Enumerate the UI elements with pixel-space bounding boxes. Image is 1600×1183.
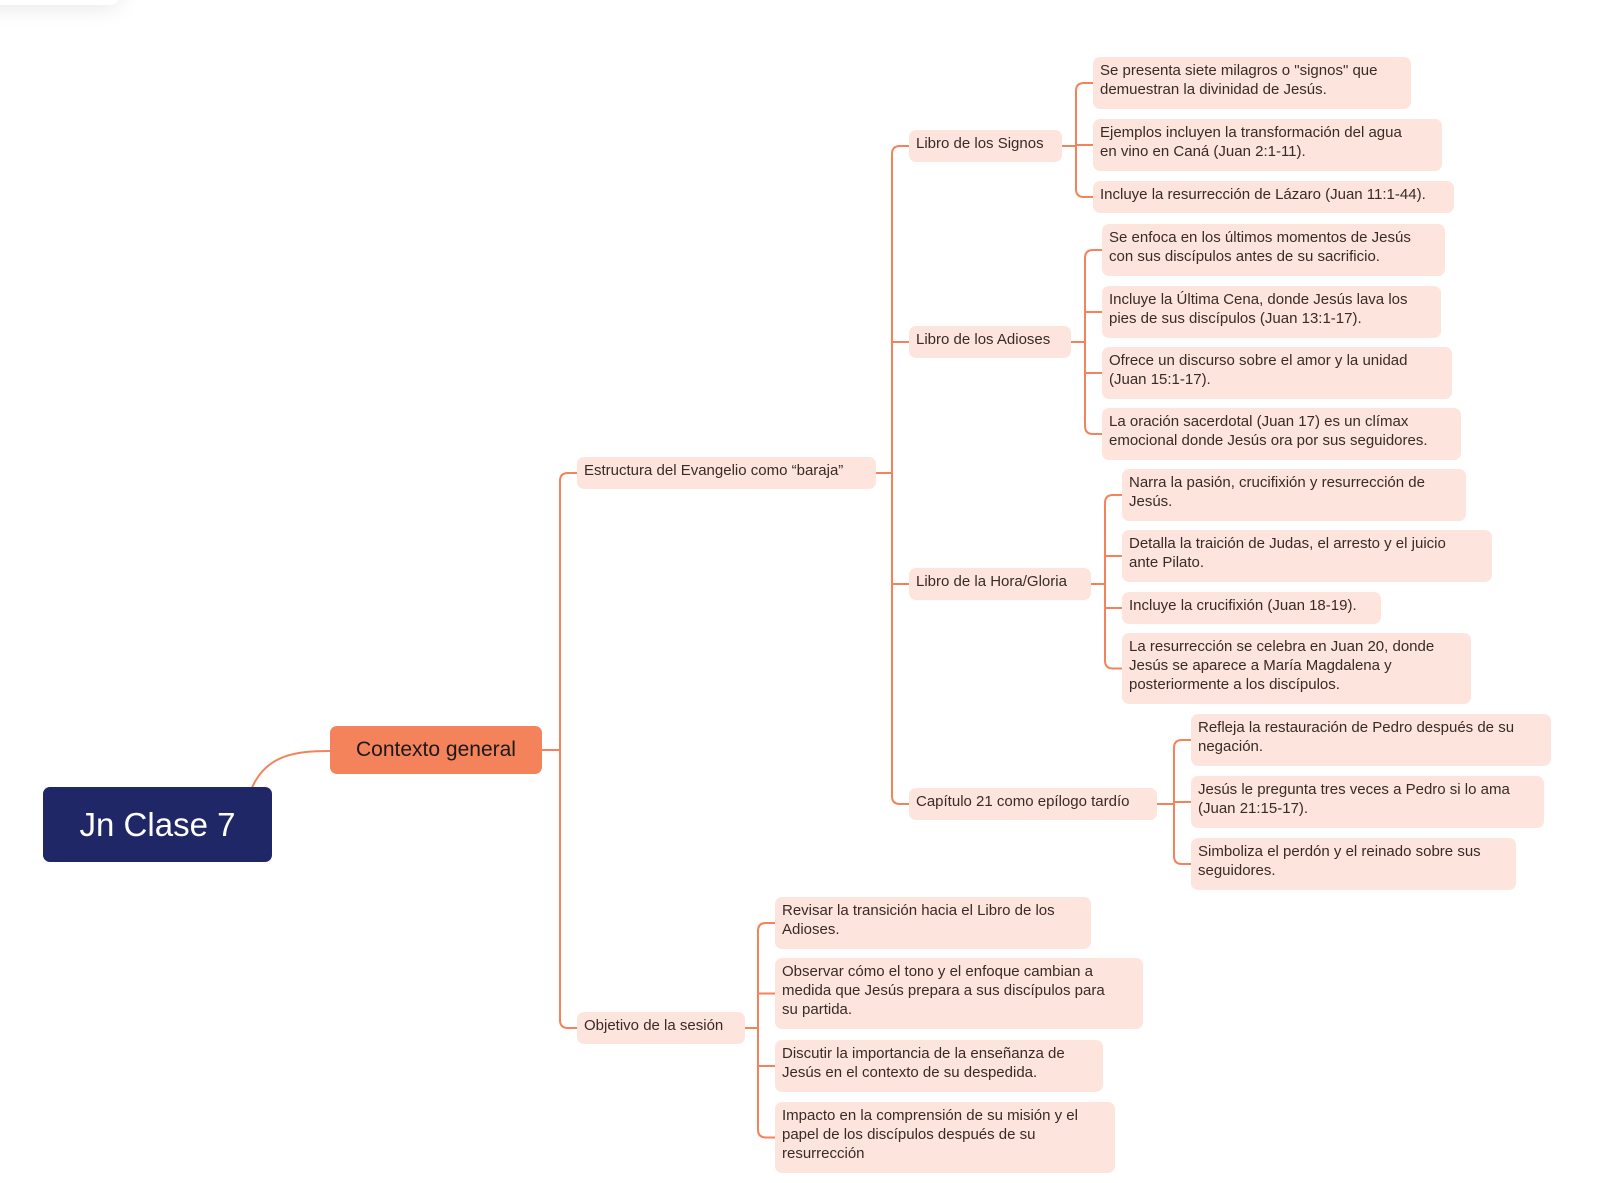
detail-point-line: medida que Jesús prepara a sus discípulo…	[782, 982, 1105, 999]
detail-point-line: Adioses.	[782, 921, 840, 938]
detail-point-line: Jesús le pregunta tres veces a Pedro si …	[1198, 781, 1510, 798]
detail-point-line: Incluye la resurrección de Lázaro (Juan …	[1100, 186, 1426, 203]
detail-point[interactable]: Incluye la crucifixión (Juan 18-19).	[1122, 592, 1381, 624]
connector-line	[1084, 249, 1102, 259]
detail-point-line: Jesús se aparece a María Magdalena y	[1129, 657, 1392, 674]
detail-point[interactable]: Incluye la Última Cena, donde Jesús lava…	[1102, 286, 1441, 338]
detail-point[interactable]: Impacto en la comprensión de su misión y…	[775, 1102, 1115, 1173]
detail-point[interactable]: Incluye la resurrección de Lázaro (Juan …	[1093, 181, 1454, 213]
connector-line	[1104, 660, 1122, 670]
detail-point-line: Se enfoca en los últimos momentos de Jes…	[1109, 229, 1411, 246]
connector-line	[250, 750, 331, 791]
detail-point-line: (Juan 15:1-17).	[1109, 371, 1211, 388]
detail-point[interactable]: Simboliza el perdón y el reinado sobre s…	[1191, 838, 1516, 890]
detail-point-line: resurrección	[782, 1145, 865, 1162]
detail-point[interactable]: Ejemplos incluyen la transformación del …	[1093, 119, 1442, 171]
detail-point-line: Detalla la traición de Judas, el arresto…	[1129, 535, 1446, 552]
detail-point-line: Ejemplos incluyen la transformación del …	[1100, 124, 1402, 141]
detail-point-line: su partida.	[782, 1001, 853, 1018]
branch-topic[interactable]: Objetivo de la sesión	[577, 1012, 745, 1044]
canvas-corner-panel	[0, 0, 120, 5]
detail-point[interactable]: Revisar la transición hacia el Libro de …	[775, 897, 1091, 949]
detail-point-line: Discutir la importancia de la enseñanza …	[782, 1045, 1065, 1062]
detail-point-line: La oración sacerdotal (Juan 17) es un cl…	[1109, 413, 1409, 430]
detail-point[interactable]: Discutir la importancia de la enseñanza …	[775, 1040, 1103, 1092]
detail-point[interactable]: Refleja la restauración de Pedro después…	[1191, 714, 1551, 766]
detail-point-line: La resurrección se celebra en Juan 20, d…	[1129, 638, 1435, 655]
detail-point-line: Refleja la restauración de Pedro después…	[1198, 719, 1515, 736]
subtopic[interactable]: Libro de la Hora/Gloria	[909, 568, 1091, 600]
connector-line	[1104, 494, 1122, 504]
connector-line	[1075, 82, 1093, 92]
detail-point-line: Jesús.	[1129, 493, 1173, 510]
detail-point-line: seguidores.	[1198, 862, 1276, 879]
connector-line	[891, 145, 909, 155]
detail-point[interactable]: Se presenta siete milagros o "signos" qu…	[1093, 57, 1411, 109]
detail-point-line: (Juan 21:15-17).	[1198, 800, 1309, 817]
connector-line	[1075, 188, 1093, 198]
detail-point-line: pies de sus discípulos (Juan 13:1-17).	[1109, 310, 1362, 327]
detail-point-line: Simboliza el perdón y el reinado sobre s…	[1198, 843, 1481, 860]
connector-line	[1173, 855, 1191, 865]
detail-point-line: Revisar la transición hacia el Libro de …	[782, 902, 1055, 919]
detail-point-line: Incluye la Última Cena, donde Jesús lava…	[1109, 291, 1408, 308]
detail-point[interactable]: Detalla la traición de Judas, el arresto…	[1122, 530, 1492, 582]
connector-line	[559, 1019, 577, 1029]
detail-point-line: demuestran la divinidad de Jesús.	[1100, 81, 1327, 98]
subtopic[interactable]: Libro de los Signos	[909, 130, 1062, 162]
detail-point-line: Narra la pasión, crucifixión y resurrecc…	[1129, 474, 1425, 491]
detail-point-line: Jesús en el contexto de su despedida.	[782, 1064, 1038, 1081]
detail-point-line: en vino en Caná (Juan 2:1-11).	[1100, 143, 1306, 160]
subtopic[interactable]: Capítulo 21 como epílogo tardío	[909, 788, 1157, 820]
detail-point[interactable]: Jesús le pregunta tres veces a Pedro si …	[1191, 776, 1544, 828]
connector-line	[891, 795, 909, 805]
detail-point[interactable]: Narra la pasión, crucifixión y resurrecc…	[1122, 469, 1466, 521]
detail-point-line: Observar cómo el tono y el enfoque cambi…	[782, 963, 1094, 980]
detail-point[interactable]: Se enfoca en los últimos momentos de Jes…	[1102, 224, 1445, 276]
detail-point[interactable]: Ofrece un discurso sobre el amor y la un…	[1102, 347, 1452, 399]
connector-line	[757, 1129, 775, 1139]
subtopic[interactable]: Libro de los Adioses	[909, 326, 1071, 358]
main-topic[interactable]: Contexto general	[330, 726, 542, 774]
detail-point-line: Ofrece un discurso sobre el amor y la un…	[1109, 352, 1408, 369]
detail-point-line: Incluye la crucifixión (Juan 18-19).	[1129, 597, 1357, 614]
detail-point[interactable]: La resurrección se celebra en Juan 20, d…	[1122, 633, 1471, 704]
branch-topic[interactable]: Estructura del Evangelio como “baraja”	[577, 457, 876, 489]
detail-point-line: Impacto en la comprensión de su misión y…	[782, 1107, 1078, 1124]
connector-line	[559, 472, 577, 482]
detail-point[interactable]: La oración sacerdotal (Juan 17) es un cl…	[1102, 408, 1461, 460]
detail-point-line: emocional donde Jesús ora por sus seguid…	[1109, 432, 1428, 449]
detail-point-line: negación.	[1198, 738, 1264, 755]
connector-line	[1173, 739, 1191, 749]
connector-line	[1084, 425, 1102, 435]
detail-point[interactable]: Observar cómo el tono y el enfoque cambi…	[775, 958, 1143, 1029]
detail-point-line: posteriormente a los discípulos.	[1129, 676, 1340, 693]
detail-point-line: Se presenta siete milagros o "signos" qu…	[1100, 62, 1378, 79]
connector-line	[757, 922, 775, 932]
detail-point-line: papel de los discípulos después de su	[782, 1126, 1036, 1143]
detail-point-line: con sus discípulos antes de su sacrifici…	[1109, 248, 1380, 265]
detail-point-line: ante Pilato.	[1129, 554, 1205, 571]
root-topic[interactable]: Jn Clase 7	[43, 787, 272, 862]
